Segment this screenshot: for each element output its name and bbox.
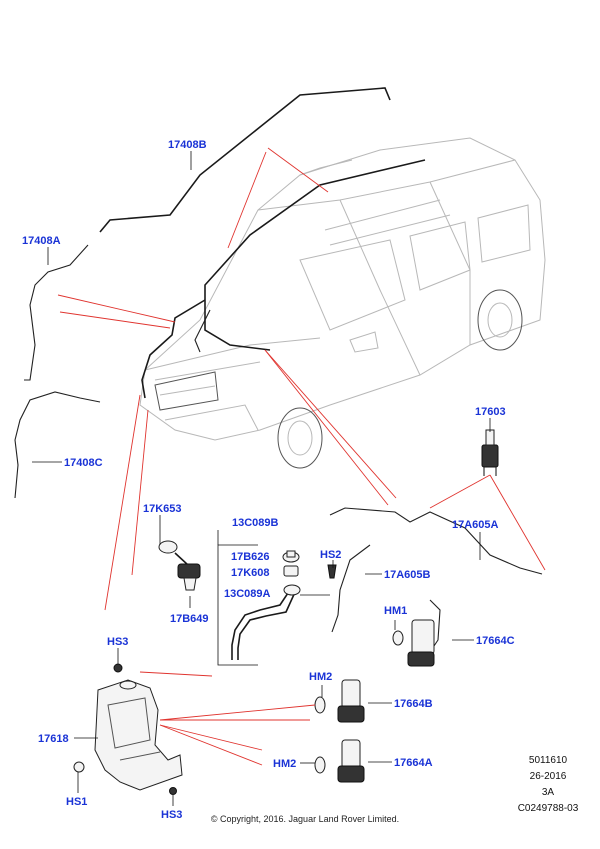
screw-HS3-lower	[169, 787, 177, 795]
vehicle-illustration	[139, 137, 546, 469]
label-HM1[interactable]: HM1	[384, 605, 407, 617]
label-17408A[interactable]: 17408A	[22, 235, 61, 247]
label-17408C[interactable]: 17408C	[64, 457, 103, 469]
label-17A605B[interactable]: 17A605B	[384, 569, 431, 581]
label-HS3-upper[interactable]: HS3	[107, 636, 128, 648]
label-HS3-lower[interactable]: HS3	[161, 809, 182, 821]
group-bracket-13C089B	[217, 544, 258, 666]
label-HS2[interactable]: HS2	[320, 549, 341, 561]
hose-17A605A	[329, 507, 543, 575]
label-13C089B[interactable]: 13C089B	[232, 517, 279, 529]
reference-block: 5011610 26-2016 3A C0249788-03	[518, 755, 579, 814]
part-labels: 17408B 17408A 17408C 17603 17K653 13C089…	[22, 139, 515, 821]
screw-HS3-upper	[113, 663, 123, 673]
filler-neck-13C089A	[231, 589, 291, 660]
copyright-notice: © Copyright, 2016. Jaguar Land Rover Lim…	[211, 814, 399, 824]
clip-HS2	[327, 564, 337, 579]
label-17B649[interactable]: 17B649	[170, 613, 209, 625]
hose-17A605B	[331, 544, 371, 633]
ref-line-4: C0249788-03	[518, 803, 579, 814]
pump-17664A	[314, 739, 365, 783]
label-13C089A[interactable]: 13C089A	[224, 588, 271, 600]
washer-reservoir-17618	[94, 679, 183, 791]
label-HM2-upper[interactable]: HM2	[309, 671, 332, 683]
hose-17408A	[24, 244, 89, 381]
pump-17664C	[392, 599, 441, 667]
label-17664A[interactable]: 17664A	[394, 757, 433, 769]
black-leader-lines	[32, 151, 491, 806]
filler-cap-assembly	[158, 540, 201, 591]
ref-line-2: 26-2016	[530, 771, 567, 782]
label-17B626[interactable]: 17B626	[231, 551, 270, 563]
ref-line-3: 3A	[542, 787, 555, 798]
label-17603[interactable]: 17603	[475, 406, 506, 418]
label-17664C[interactable]: 17664C	[476, 635, 515, 647]
ref-line-1: 5011610	[529, 755, 568, 766]
label-17408B[interactable]: 17408B	[168, 139, 207, 151]
sensor-17603	[481, 429, 499, 476]
label-17A605A[interactable]: 17A605A	[452, 519, 499, 531]
hose-17408C	[14, 391, 101, 499]
grommet-HS1	[73, 761, 85, 773]
pump-17664B	[314, 679, 365, 723]
main-hose-harness	[99, 87, 426, 399]
cap-17B626	[282, 550, 300, 563]
label-17K653[interactable]: 17K653	[143, 503, 182, 515]
label-17664B[interactable]: 17664B	[394, 698, 433, 710]
label-HS1[interactable]: HS1	[66, 796, 87, 808]
seal-17K608	[283, 565, 299, 577]
red-leader-lines	[57, 147, 546, 766]
label-17K608[interactable]: 17K608	[231, 567, 270, 579]
label-HM2-lower[interactable]: HM2	[273, 758, 296, 770]
label-17618[interactable]: 17618	[38, 733, 69, 745]
